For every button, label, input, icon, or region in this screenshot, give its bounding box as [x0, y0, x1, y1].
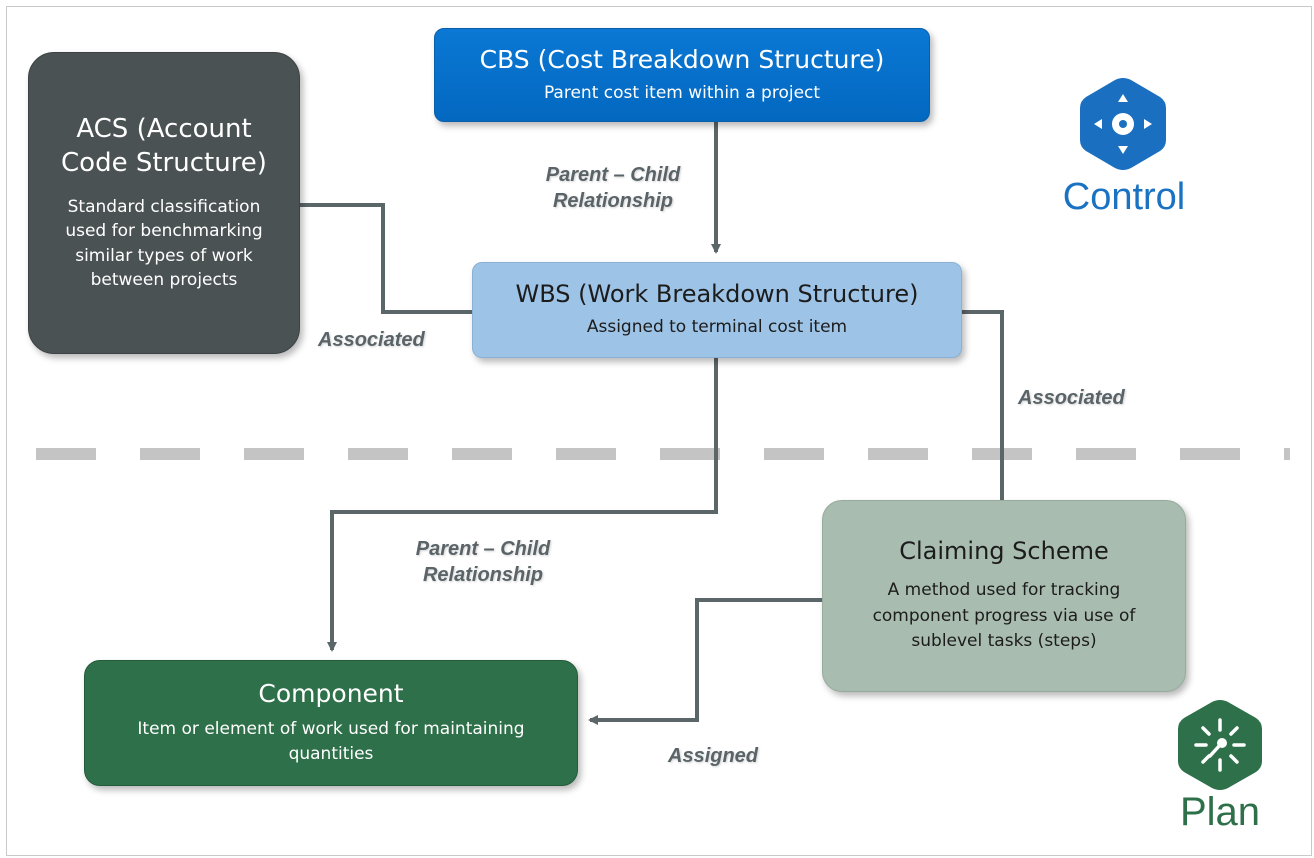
- node-component-title: Component: [258, 678, 404, 708]
- node-cbs-title: CBS (Cost Breakdown Structure): [479, 44, 885, 74]
- edge-label-wbs-component: Parent – Child Relationship: [415, 538, 551, 586]
- control-compass-icon: [1078, 76, 1168, 176]
- diagram-frame: [6, 6, 1312, 856]
- control-zone-label: Control: [1062, 176, 1186, 218]
- node-component-desc: Item or element of work used for maintai…: [137, 718, 525, 765]
- node-acs-desc: Standard classification used for benchma…: [65, 196, 263, 291]
- node-wbs-title: WBS (Work Breakdown Structure): [515, 280, 919, 309]
- edge-label-cbs-wbs: Parent – Child Relationship: [545, 164, 681, 212]
- edge-wbs-component: [327, 358, 718, 652]
- node-cbs: CBS (Cost Breakdown Structure) Parent co…: [434, 28, 930, 122]
- node-claiming-desc: A method used for tracking component pro…: [872, 580, 1136, 652]
- node-claiming-scheme: Claiming Scheme A method used for tracki…: [822, 500, 1186, 692]
- node-acs-title: ACS (Account Code Structure): [61, 113, 267, 178]
- node-claiming-title: Claiming Scheme: [899, 537, 1109, 566]
- edge-wbs-claiming: [962, 310, 1004, 500]
- edge-label-wbs-claiming: Associated: [1018, 387, 1125, 409]
- node-wbs: WBS (Work Breakdown Structure) Assigned …: [472, 262, 962, 358]
- edge-label-acs-wbs: Associated: [318, 329, 425, 351]
- plan-zone-label: Plan: [1179, 790, 1261, 834]
- plan-burst-icon: [1176, 698, 1264, 796]
- edge-claiming-component: [588, 598, 822, 725]
- node-wbs-desc: Assigned to terminal cost item: [586, 317, 848, 338]
- edge-label-claiming-component: Assigned: [668, 745, 759, 767]
- node-component: Component Item or element of work used f…: [84, 660, 578, 786]
- edge-acs-wbs: [300, 203, 472, 314]
- node-cbs-desc: Parent cost item within a project: [543, 82, 821, 103]
- node-acs: ACS (Account Code Structure) Standard cl…: [28, 52, 300, 354]
